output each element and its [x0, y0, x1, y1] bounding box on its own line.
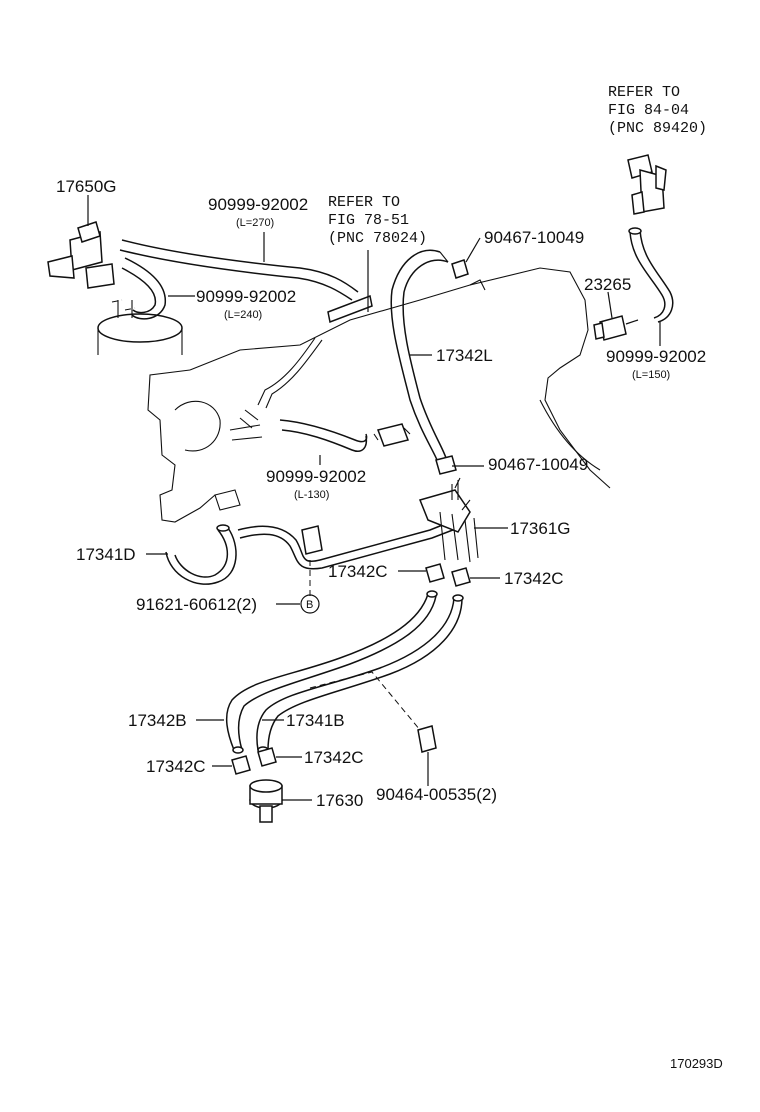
- clamp-17342C-bottom-right: [257, 747, 277, 767]
- label-90999-92002-b: 90999-92002: [196, 287, 296, 306]
- hose-17341D: [165, 527, 237, 585]
- label-90999-92002-c: 90999-92002: [606, 347, 706, 366]
- label-17650G: 17650G: [56, 177, 117, 196]
- label-17361G: 17361G: [510, 519, 571, 538]
- label-90999-92002-d-len: (L-130): [294, 489, 329, 501]
- vsv-upper-right: [627, 154, 667, 215]
- vsv-17630: [249, 779, 312, 823]
- vacuum-tank: [97, 299, 183, 355]
- label-refer-84-3: (PNC 89420): [608, 120, 707, 137]
- label-17342B: 17342B: [128, 711, 187, 730]
- label-refer-78-1: REFER TO: [328, 194, 400, 211]
- label-90999-92002-a-len: (L=270): [236, 217, 274, 229]
- label-17341D: 17341D: [76, 545, 136, 564]
- label-90464-00535: 90464-00535(2): [376, 785, 497, 804]
- center-fitting: [239, 294, 373, 429]
- label-90999-92002-b-len: (L=240): [224, 309, 262, 321]
- label-17341B: 17341B: [286, 711, 345, 730]
- leader-lines: [146, 232, 661, 767]
- clamp-17342C-mid-left: [425, 563, 445, 583]
- label-23265: 23265: [584, 275, 631, 294]
- figure-code: 170293D: [670, 1056, 723, 1071]
- clamp-90467-10049-top: [451, 237, 481, 279]
- label-90999-92002-c-len: (L=150): [632, 369, 670, 381]
- clamp-17342C-mid-right: [451, 567, 471, 587]
- hose-17341B: [256, 597, 463, 751]
- clamp-90467-10049-lower: [435, 455, 457, 475]
- label-refer-78-2: FIG 78-51: [328, 212, 409, 229]
- vsv-17650G: [47, 195, 115, 289]
- label-90999-92002-a: 90999-92002: [208, 195, 308, 214]
- clip-90464-00535: [417, 725, 437, 786]
- label-90467-10049-b: 90467-10049: [488, 455, 588, 474]
- hose-17342L: [390, 249, 449, 463]
- engine-block: [147, 267, 611, 523]
- clamp-17342C-bottom-left: [231, 755, 251, 775]
- label-17342C-c: 17342C: [146, 757, 206, 776]
- label-17342L: 17342L: [436, 346, 493, 365]
- reference-marker-B-text: B: [306, 599, 313, 611]
- label-refer-84-2: FIG 84-04: [608, 102, 689, 119]
- pipe-17361G: [237, 477, 479, 570]
- label-17342C-d: 17342C: [304, 748, 364, 767]
- hose-90999-92002-L150: [629, 229, 674, 323]
- label-91621-60612: 91621-60612(2): [136, 595, 257, 614]
- hose-90999-92002-L240: [121, 257, 166, 320]
- fitting-center-right: [373, 423, 411, 447]
- hose-90999-92002-L270: [119, 239, 359, 301]
- reference-marker-B: [300, 594, 320, 614]
- label-17342C-b: 17342C: [504, 569, 564, 588]
- label-refer-78-3: (PNC 78024): [328, 230, 427, 247]
- hose-90999-92002-L130: [279, 419, 368, 452]
- sensor-23265: [593, 315, 639, 341]
- label-refer-84-1: REFER TO: [608, 84, 680, 101]
- label-90999-92002-d: 90999-92002: [266, 467, 366, 486]
- label-90467-10049-a: 90467-10049: [484, 228, 584, 247]
- label-17342C-a: 17342C: [328, 562, 388, 581]
- hose-17342B: [225, 593, 437, 751]
- label-17630: 17630: [316, 791, 363, 810]
